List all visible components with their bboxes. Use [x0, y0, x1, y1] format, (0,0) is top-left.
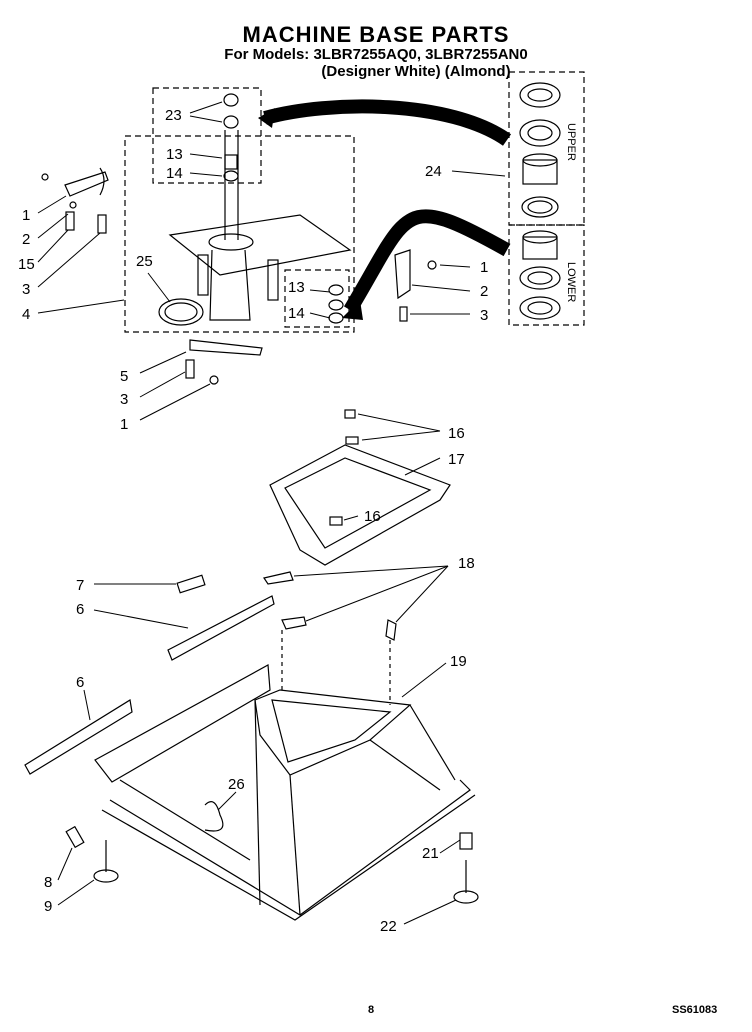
callout-23: 23: [165, 107, 182, 124]
callout-3: 3: [22, 281, 30, 298]
model-colors: (Designer White) (Almond): [321, 63, 511, 80]
page-title: MACHINE BASE PARTS: [242, 22, 510, 47]
part-7: [176, 574, 206, 594]
top-frame: [269, 409, 451, 566]
right-bracket-hardware: [394, 249, 437, 322]
leader-lines: [37, 101, 506, 925]
callout-26: 26: [228, 776, 245, 793]
callout-5: 5: [120, 368, 128, 385]
callout-19: 19: [450, 653, 467, 670]
callout-16: 16: [448, 425, 465, 442]
clip-18-c: [385, 619, 397, 641]
drive-mechanism: [168, 93, 352, 324]
lower-bracket-hardware: [185, 339, 263, 385]
leveling-leg-right: [453, 832, 479, 904]
big-arrow-lower: [343, 209, 511, 314]
upper-seals-box: [508, 71, 585, 226]
rail-6-lower: [24, 699, 133, 775]
callout-1: 1: [22, 207, 30, 224]
model-numbers: For Models: 3LBR7255AQ0, 3LBR7255AN0: [224, 46, 528, 63]
callout-13: 13: [166, 146, 183, 163]
rail-6-upper: [167, 595, 275, 661]
callout-15: 15: [18, 256, 35, 273]
callout-14: 14: [166, 165, 183, 182]
callout-2: 2: [480, 283, 488, 300]
callout-24: 24: [425, 163, 442, 180]
callout-6: 6: [76, 601, 84, 618]
callout-3: 3: [480, 307, 488, 324]
base-frame: [94, 630, 476, 921]
callout-16: 16: [364, 508, 381, 525]
callout-14: 14: [288, 305, 305, 322]
arrowheads: [258, 108, 363, 320]
callout-2: 2: [22, 231, 30, 248]
callout-4: 4: [22, 306, 30, 323]
callout-3: 3: [120, 391, 128, 408]
left-bracket-hardware: [41, 167, 109, 234]
callout-1: 1: [480, 259, 488, 276]
callout-1: 1: [120, 416, 128, 433]
callout-9: 9: [44, 898, 52, 915]
upper-label: UPPER: [565, 123, 577, 161]
callout-8: 8: [44, 874, 52, 891]
upper-seal-rings: [519, 82, 561, 218]
group-box-4: [124, 135, 355, 333]
callout-6: 6: [76, 674, 84, 691]
lower-label: LOWER: [565, 262, 577, 302]
callout-21: 21: [422, 845, 439, 862]
callout-22: 22: [380, 918, 397, 935]
clip-18-b: [281, 616, 307, 630]
ring-25: [158, 298, 204, 326]
clip-18-a: [263, 571, 294, 585]
document-code: SS61083: [672, 1004, 718, 1016]
leveling-leg-left: [65, 825, 119, 883]
lower-seals-box: [508, 224, 585, 326]
callout-18: 18: [458, 555, 475, 572]
callout-13: 13: [288, 279, 305, 296]
callout-17: 17: [448, 451, 465, 468]
big-arrow-upper: [263, 99, 512, 146]
callout-25: 25: [136, 253, 153, 270]
callout-7: 7: [76, 577, 84, 594]
lower-seal-rings: [519, 230, 561, 320]
page-number: 8: [368, 1004, 375, 1016]
